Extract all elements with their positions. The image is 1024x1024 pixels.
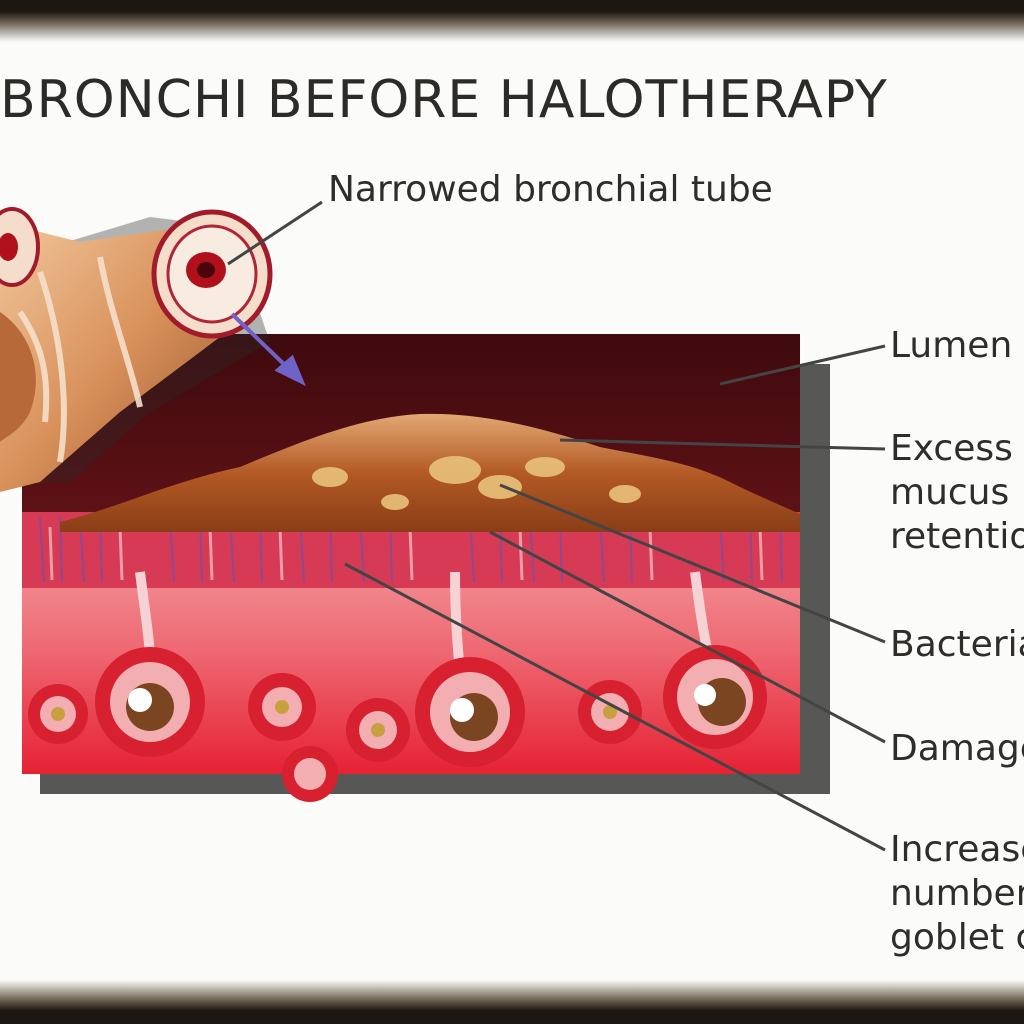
leader-lines <box>227 200 886 852</box>
label-narrowed-tube: Narrowed bronchial tube <box>328 169 773 210</box>
leader-mucus <box>559 438 886 451</box>
bronchial-tube <box>0 207 273 492</box>
leader-damaged <box>489 530 886 744</box>
leader-lumen <box>719 344 886 386</box>
label-damaged: Damaged <box>890 728 1024 769</box>
frame-bottom-border <box>0 980 1024 1010</box>
frame-top-border <box>0 12 1024 42</box>
label-lumen: Lumen <box>890 325 1013 366</box>
leader-bacteria <box>499 483 886 644</box>
bacteria-clusters <box>312 456 641 510</box>
label-excess-mucus: Excess mucus retention <box>890 428 1024 557</box>
diagram-title: BRONCHI BEFORE HALOTHERAPY <box>0 70 888 130</box>
label-bacteria: Bacteria <box>890 624 1024 665</box>
diagram-frame: BRONCHI BEFORE HALOTHERAPY Narrowed bron… <box>0 12 1024 1010</box>
leader-goblet <box>344 562 886 852</box>
zoom-arrow <box>230 312 306 387</box>
label-goblet-cells: Increased number of goblet cells <box>890 829 1024 958</box>
bronchi-illustration <box>0 200 886 852</box>
goblet-glands <box>28 571 767 802</box>
leader-narrowed <box>227 200 323 266</box>
